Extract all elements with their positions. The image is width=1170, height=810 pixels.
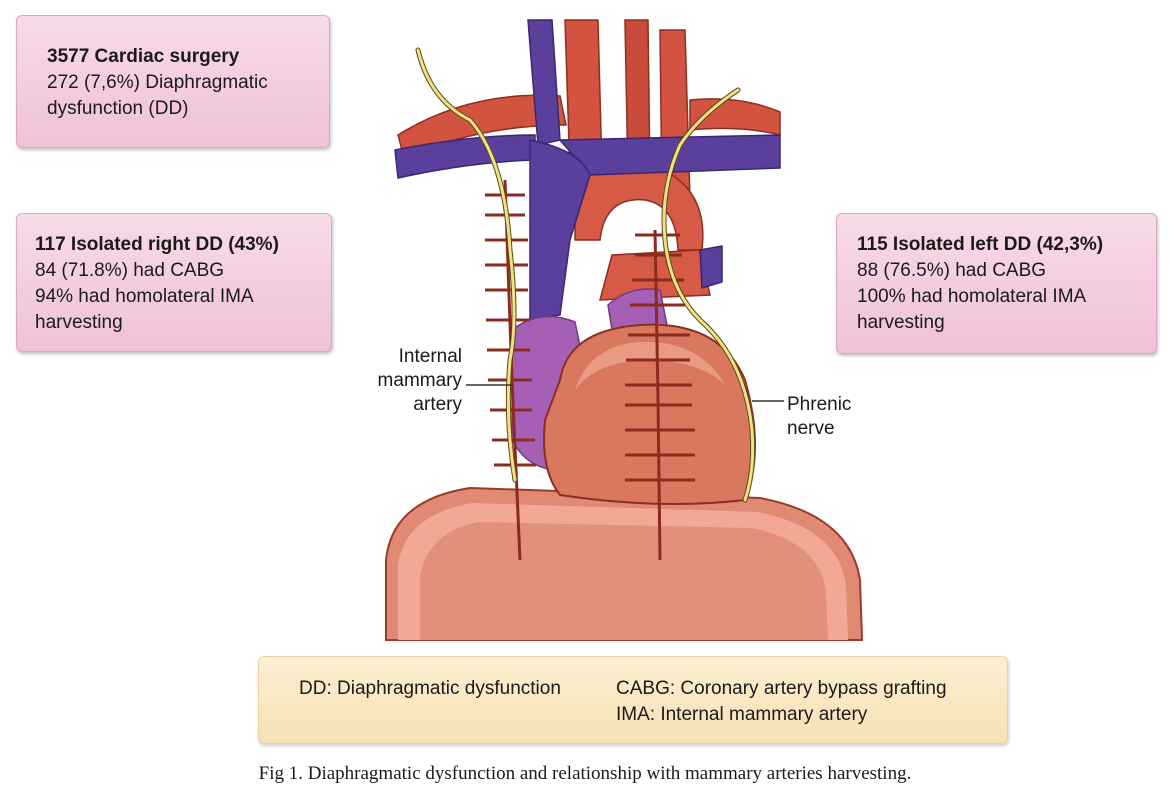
cardiac-surgery-box: 3577 Cardiac surgery 272 (7,6%) Diaphrag… (16, 15, 330, 148)
left-dd-line-3: harvesting (857, 312, 945, 333)
ima-label-line-2: mammary (377, 370, 462, 391)
left-dd-box: 115 Isolated left DD (42,3%) 88 (76.5%) … (836, 213, 1157, 354)
phrenic-nerve-label: Phrenic nerve (787, 393, 851, 441)
great-veins (394, 19, 781, 321)
right-dd-title: 117 Isolated right DD (43%) (35, 234, 279, 255)
diaphragm (385, 486, 864, 641)
cardiac-surgery-line-2: dysfunction (DD) (47, 98, 189, 119)
legend-ima: IMA: Internal mammary artery (616, 704, 868, 725)
figure-caption: Fig 1. Diaphragmatic dysfunction and rel… (258, 763, 912, 784)
phrenic-nerves-core (416, 48, 755, 502)
cardiac-surgery-title: 3577 Cardiac surgery (47, 46, 240, 67)
right-dd-box: 117 Isolated right DD (43%) 84 (71.8%) h… (16, 213, 332, 352)
heart-highlight (575, 341, 725, 390)
cardiac-surgery-line-1: 272 (7,6%) Diaphragmatic (47, 72, 268, 93)
phrenic-label-line-2: nerve (787, 418, 835, 439)
right-dd-line-3: harvesting (35, 312, 123, 333)
internal-mammary-artery-label: Internal mammary artery (368, 345, 462, 417)
left-dd-title: 115 Isolated left DD (42,3%) (857, 234, 1104, 255)
ima-label-line-3: artery (413, 394, 462, 415)
left-dd-line-1: 88 (76.5%) had CABG (857, 260, 1047, 281)
abbreviation-legend: DD: Diaphragmatic dysfunction CABG: Coro… (258, 656, 1008, 744)
right-dd-line-2: 94% had homolateral IMA (35, 286, 254, 307)
left-dd-line-2: 100% had homolateral IMA (857, 286, 1087, 307)
right-dd-line-1: 84 (71.8%) had CABG (35, 260, 225, 281)
ima-label-line-1: Internal (398, 346, 462, 367)
legend-cabg: CABG: Coronary artery bypass grafting (616, 678, 947, 699)
phrenic-label-line-1: Phrenic (787, 394, 852, 415)
legend-dd: DD: Diaphragmatic dysfunction (299, 678, 561, 699)
